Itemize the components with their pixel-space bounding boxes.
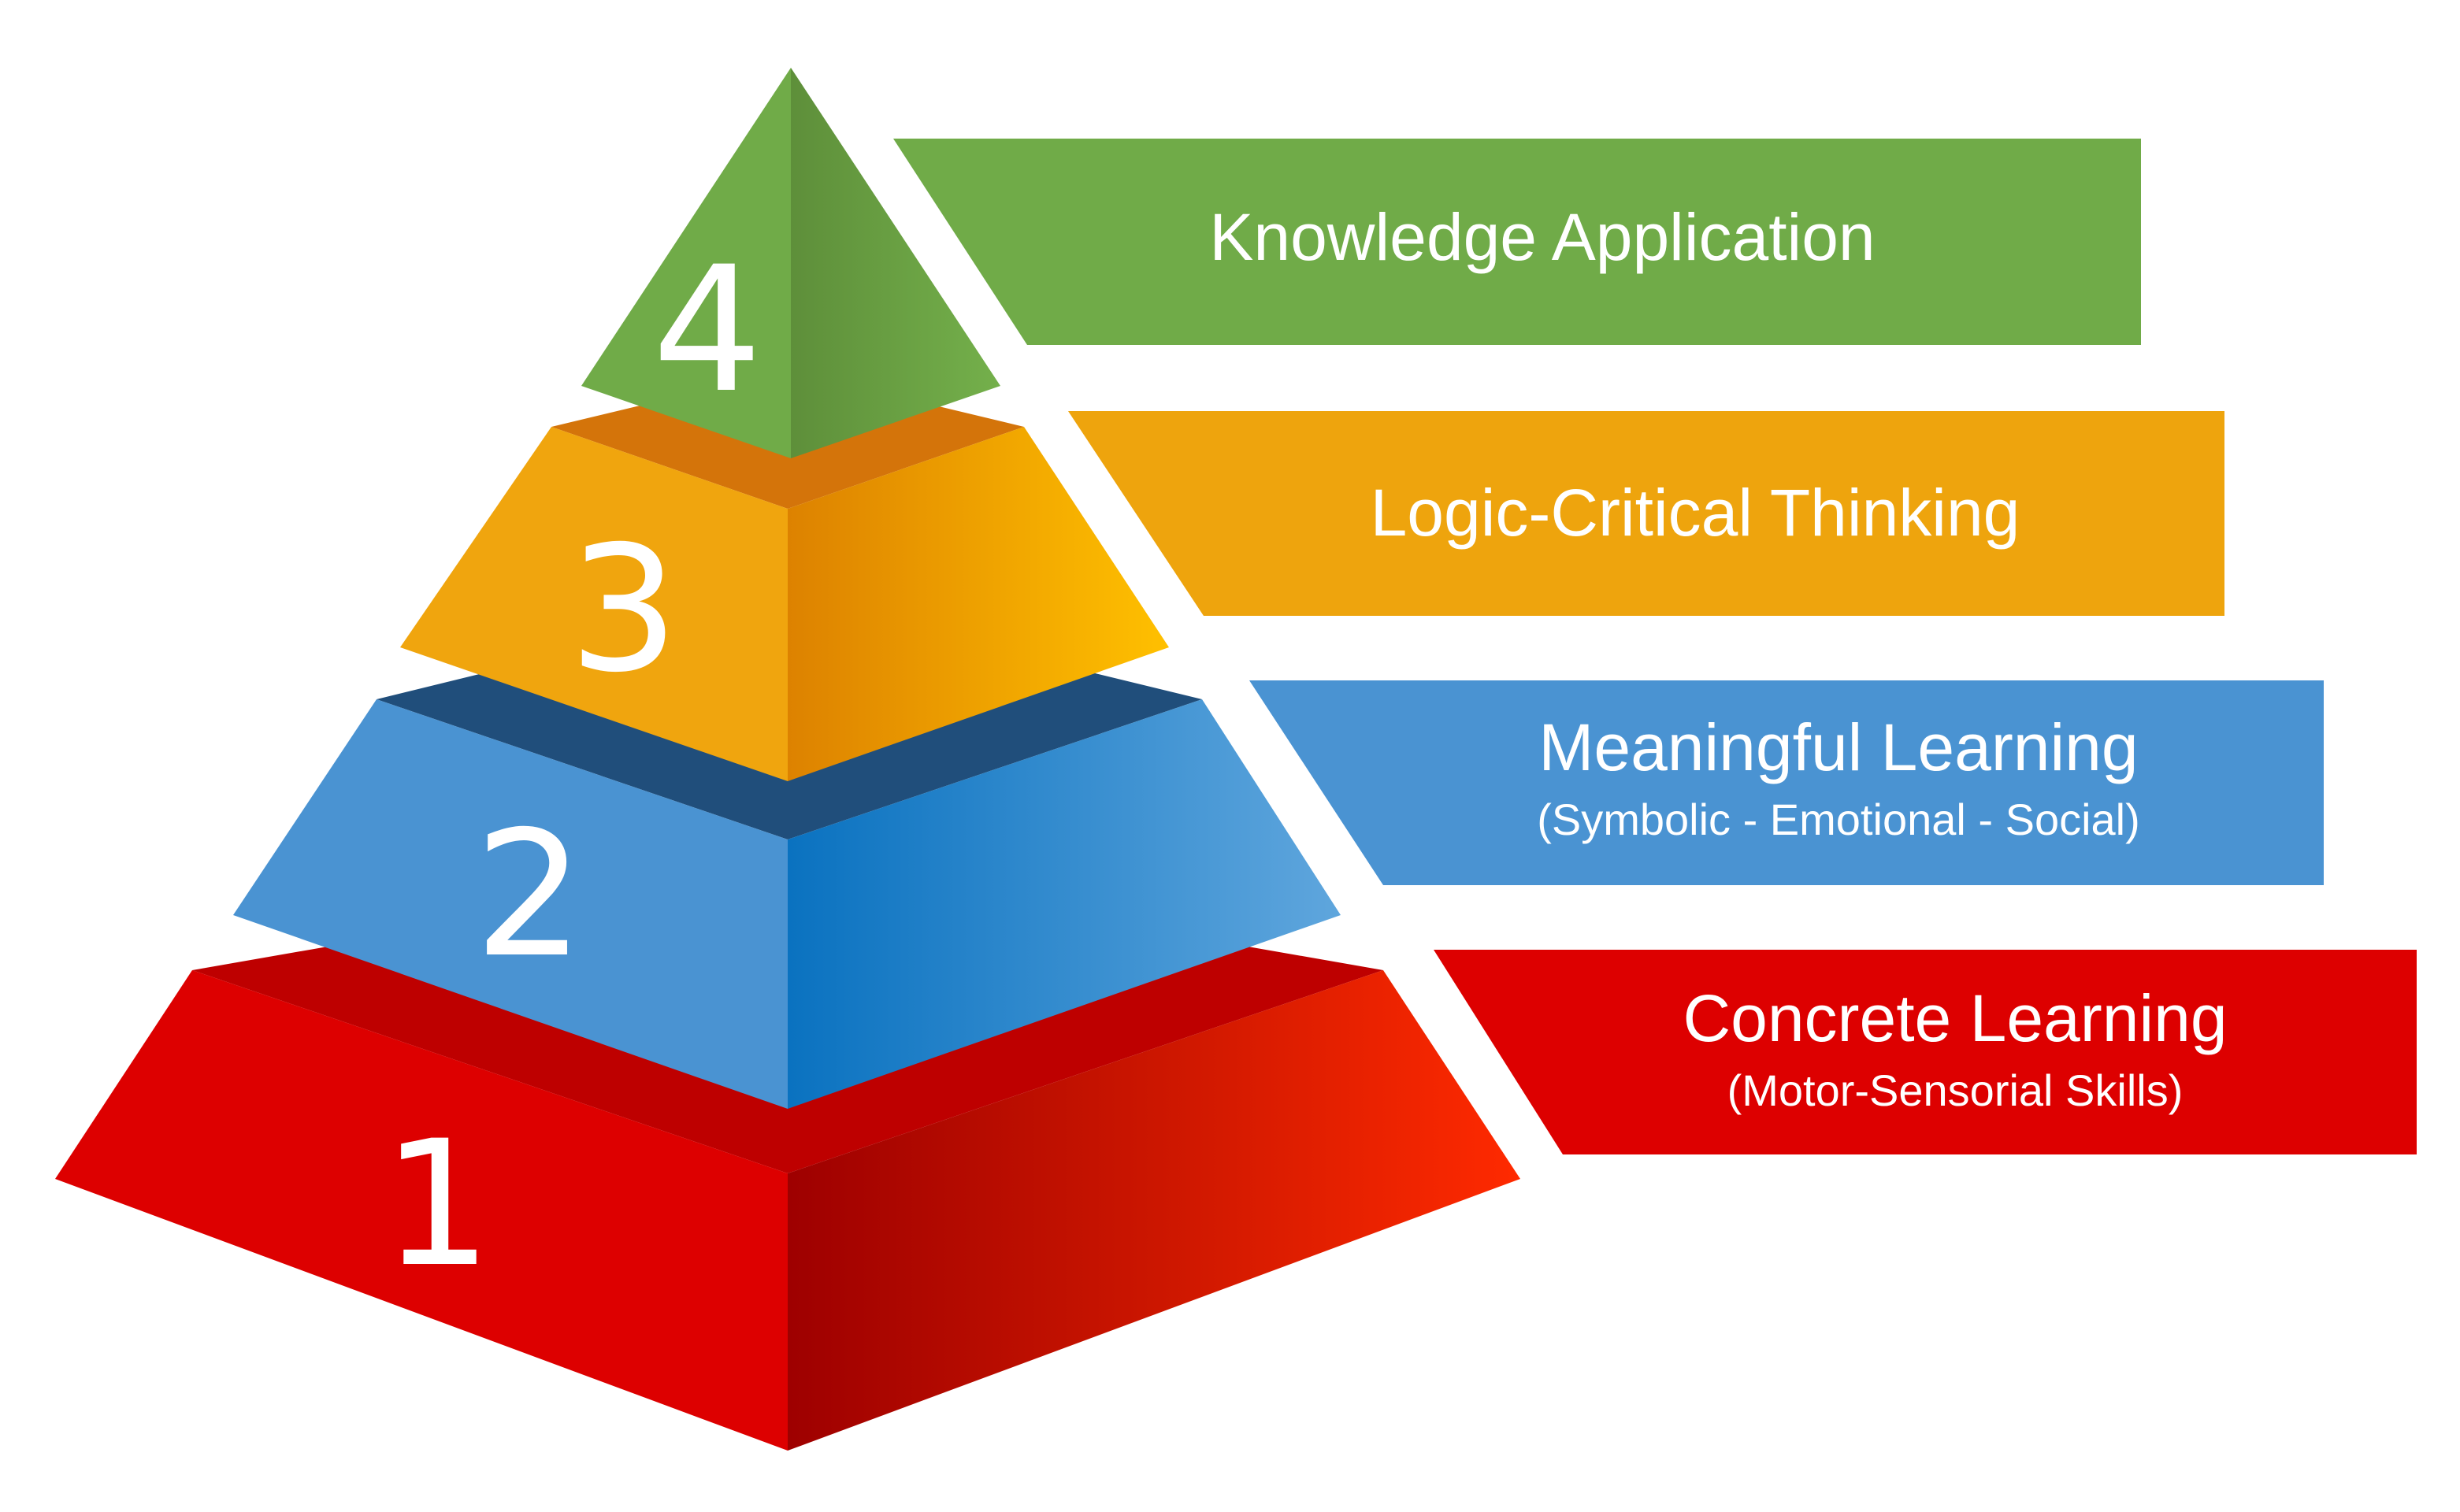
banner-level-3-shape	[1068, 411, 2224, 616]
level-4-left-face	[581, 68, 791, 458]
level-1-left-face	[55, 970, 788, 1451]
banner-level-1: Concrete Learning (Motor-Sensorial Skill…	[1434, 950, 2417, 1154]
level-2-left-face	[233, 699, 788, 1109]
level-3-right-face	[788, 427, 1169, 781]
level-4-right-face	[791, 68, 1000, 458]
level-1-number: 1	[382, 1103, 492, 1305]
banner-level-2-title: Meaningful Learning	[1538, 710, 2138, 784]
level-2-right-face	[788, 699, 1341, 1109]
banner-level-1-shape	[1434, 950, 2417, 1154]
level-3-number: 3	[569, 509, 679, 710]
banner-level-4-shape	[893, 139, 2141, 345]
banner-level-1-subtitle: (Motor-Sensorial Skills)	[1727, 1065, 2184, 1115]
banner-level-2-shape	[1249, 680, 2324, 885]
banner-level-1-title: Concrete Learning	[1683, 981, 2227, 1055]
level-2-number: 2	[474, 794, 584, 995]
level-3-left-face	[400, 427, 788, 781]
banner-level-3: Logic-Critical Thinking	[1068, 411, 2224, 616]
level-4-number: 4	[652, 229, 762, 431]
banner-level-4-title: Knowledge Application	[1209, 200, 1875, 274]
banner-level-4: Knowledge Application	[893, 139, 2141, 345]
banner-level-2-subtitle: (Symbolic - Emotional - Social)	[1537, 795, 2140, 844]
level-1-right-face	[788, 970, 1520, 1451]
pyramid-level-4: 4	[581, 68, 1000, 458]
banner-level-2: Meaningful Learning (Symbolic - Emotiona…	[1249, 680, 2324, 885]
banner-level-3-title: Logic-Critical Thinking	[1371, 476, 2020, 550]
